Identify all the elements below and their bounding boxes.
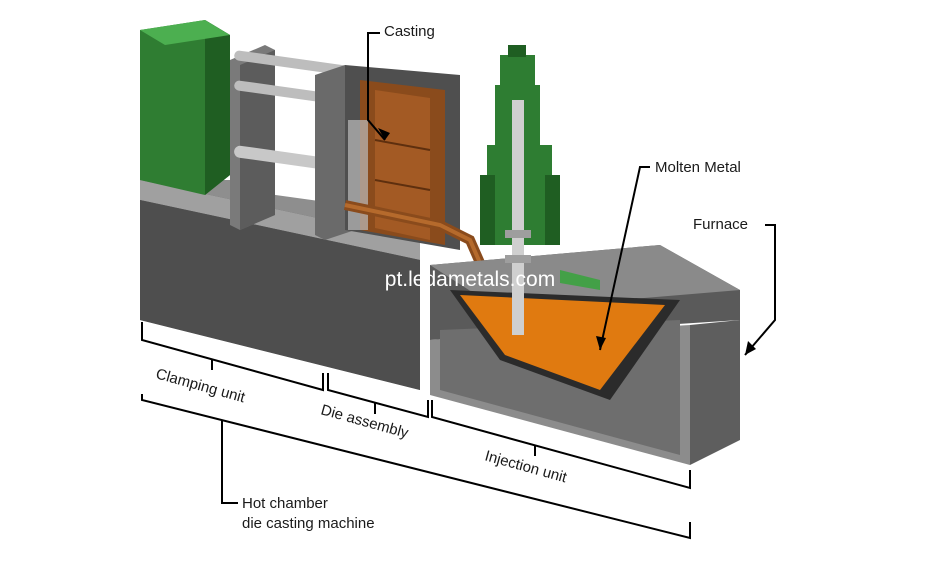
furnace-leader: Furnace (693, 216, 776, 356)
casting-leader: Casting (367, 23, 435, 141)
molten-metal-pool (460, 295, 665, 390)
furnace-label: Furnace (693, 216, 748, 233)
clamping-unit-label: Clamping unit (154, 365, 248, 406)
clamping-cylinder-block (140, 20, 230, 195)
injection-unit-label: Injection unit (483, 447, 570, 486)
molten-metal-leader: Molten Metal (596, 159, 741, 351)
moving-platen (230, 45, 275, 230)
machine-bracket: Hot chamber die casting machine (141, 394, 691, 540)
watermark: pt.ledametals.com (385, 268, 555, 291)
machine-label-line1: Hot chamber (242, 495, 328, 512)
furnace (430, 245, 740, 465)
die-assembly-label: Die assembly (319, 401, 411, 442)
casting-label: Casting (384, 23, 435, 40)
machine-label-line2: die casting machine (242, 515, 375, 532)
die-assembly (315, 65, 460, 250)
injection-cylinder (480, 45, 600, 335)
molten-metal-label: Molten Metal (655, 159, 741, 176)
